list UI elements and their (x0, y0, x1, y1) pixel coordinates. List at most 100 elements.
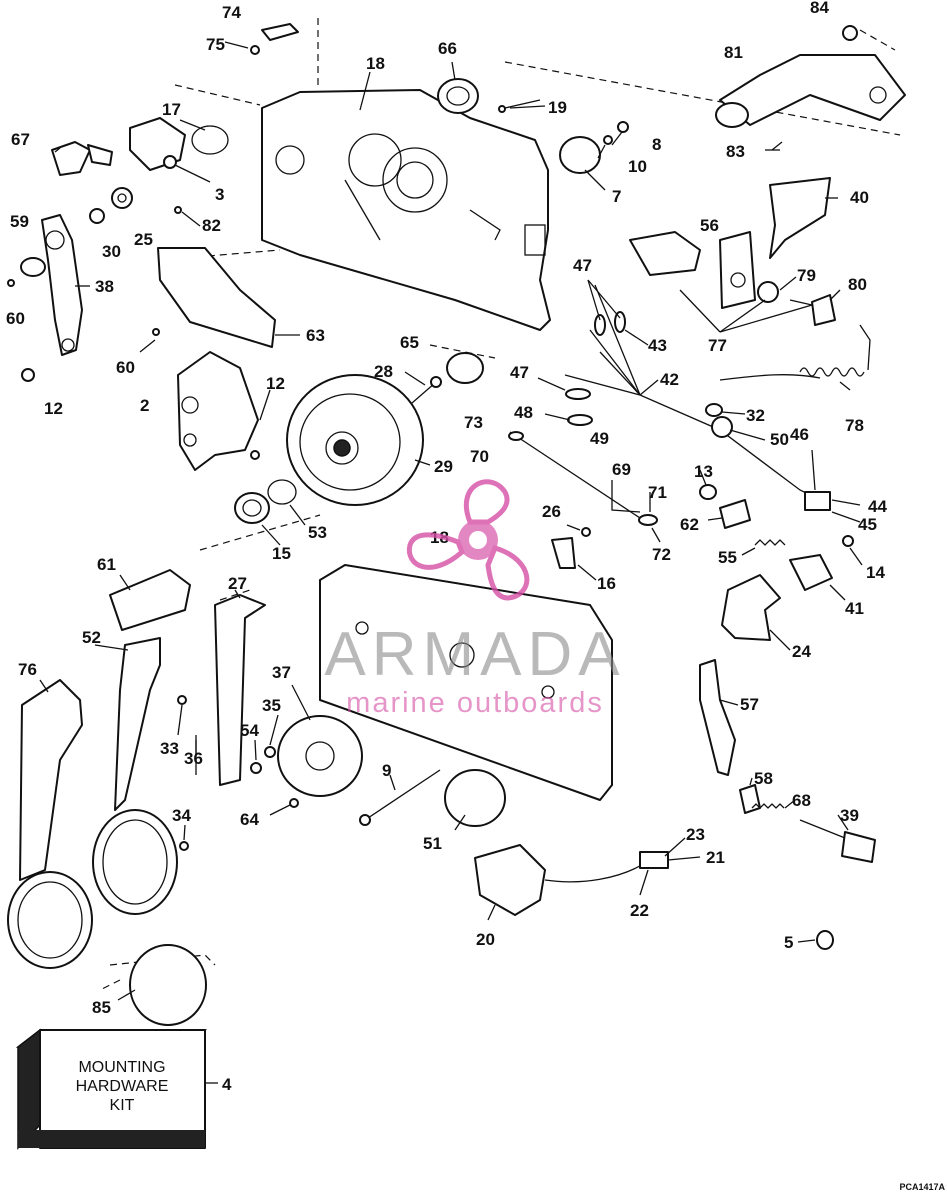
callout-33: 33 (160, 739, 179, 758)
armada-watermark-logo: ARMADA marine outboards (324, 479, 620, 719)
callout-79: 79 (797, 266, 816, 285)
callout-46: 46 (790, 425, 809, 444)
mounting-hardware-kit-box: MOUNTING HARDWARE KIT (15, 1028, 208, 1150)
gear-plate-part-29 (286, 374, 424, 506)
callout-67: 67 (11, 130, 30, 149)
callout-68: 68 (792, 791, 811, 810)
callout-10: 10 (628, 157, 647, 176)
callout-78: 78 (845, 416, 864, 435)
callout-70: 70 (470, 447, 489, 466)
neutral-switch-part-20 (474, 844, 669, 916)
callout-65: 65 (400, 333, 419, 352)
callout-76: 76 (18, 660, 37, 679)
callout-8: 8 (652, 135, 661, 154)
callout-13: 13 (694, 462, 713, 481)
assembly-dash-lines (99, 18, 901, 991)
callout-43: 43 (648, 336, 667, 355)
callout-80: 80 (848, 275, 867, 294)
callout-20: 20 (476, 930, 495, 949)
arm-part-38 (7, 214, 83, 356)
callout-28: 28 (374, 362, 393, 381)
callout-81: 81 (724, 43, 743, 62)
callout-57: 57 (740, 695, 759, 714)
kit-line-2: HARDWARE (76, 1078, 169, 1095)
callout-59: 59 (10, 212, 29, 231)
callout-23: 23 (686, 825, 705, 844)
callout-52: 52 (82, 628, 101, 647)
callout-40: 40 (850, 188, 869, 207)
plate-part-37 (277, 715, 363, 797)
harness-part-42 (564, 284, 831, 511)
callout-60-left: 60 (6, 309, 25, 328)
callout-45: 45 (858, 515, 877, 534)
callout-16: 16 (597, 574, 616, 593)
screw-part-19 (498, 99, 541, 113)
callout-75: 75 (206, 35, 225, 54)
callout-64: 64 (240, 810, 259, 829)
callout-50: 50 (770, 430, 789, 449)
callout-12-mid: 12 (266, 374, 285, 393)
callout-42: 42 (660, 370, 679, 389)
callout-73: 73 (464, 413, 483, 432)
callout-53: 53 (308, 523, 327, 542)
throttle-arm-part-81 (715, 25, 906, 259)
callout-39: 39 (840, 806, 859, 825)
shift-parts-group (551, 484, 854, 641)
callout-83: 83 (726, 142, 745, 161)
small-parts-8-10-7 (559, 121, 629, 174)
lower-right-parts (699, 659, 876, 950)
bushings-15-53 (234, 479, 297, 524)
callout-29: 29 (434, 457, 453, 476)
callout-77: 77 (708, 336, 727, 355)
callout-54: 54 (240, 721, 259, 740)
callout-25: 25 (134, 230, 153, 249)
callout-21: 21 (706, 848, 725, 867)
callout-9: 9 (382, 761, 391, 780)
callout-30: 30 (102, 242, 121, 261)
callout-47-upper: 47 (573, 256, 592, 275)
callout-47-lower: 47 (510, 363, 529, 382)
handle-parts (7, 569, 207, 1026)
callout-51: 51 (423, 834, 442, 853)
watermark-tagline: marine outboards (346, 687, 604, 719)
callout-49: 49 (590, 429, 609, 448)
callout-4: 4 (222, 1075, 232, 1094)
callout-19: 19 (548, 98, 567, 117)
callout-14: 14 (866, 563, 885, 582)
callout-66: 66 (438, 39, 457, 58)
callout-15: 15 (272, 544, 291, 563)
callout-leaders (39, 41, 863, 1084)
kit-line-3: KIT (110, 1097, 135, 1114)
callout-72: 72 (652, 545, 671, 564)
kit-line-1: MOUNTING (78, 1059, 165, 1076)
bolt-part-9 (359, 769, 506, 827)
lower-housing-part (319, 564, 613, 801)
callout-7: 7 (612, 187, 621, 206)
callout-55: 55 (718, 548, 737, 567)
bushing-part-66 (437, 78, 479, 114)
callout-82: 82 (202, 216, 221, 235)
plate-part-63 (152, 247, 276, 348)
callout-2: 2 (140, 396, 149, 415)
callout-18-upper: 18 (366, 54, 385, 73)
callout-38: 38 (95, 277, 114, 296)
callout-32: 32 (746, 406, 765, 425)
callout-34: 34 (172, 806, 191, 825)
callout-26: 26 (542, 502, 561, 521)
lanyard-part-78 (705, 324, 871, 417)
bracket-part-2 (21, 351, 260, 471)
callout-5: 5 (784, 933, 793, 952)
callout-36: 36 (184, 749, 203, 768)
callout-3: 3 (215, 185, 224, 204)
callout-37: 37 (272, 663, 291, 682)
callout-44: 44 (868, 497, 887, 516)
callout-69: 69 (612, 460, 631, 479)
callout-58: 58 (754, 769, 773, 788)
callout-35: 35 (262, 696, 281, 715)
upper-left-parts (51, 117, 229, 224)
callout-71: 71 (648, 483, 667, 502)
callout-41: 41 (845, 599, 864, 618)
bolt-part-28 (411, 352, 484, 404)
callout-48: 48 (514, 403, 533, 422)
